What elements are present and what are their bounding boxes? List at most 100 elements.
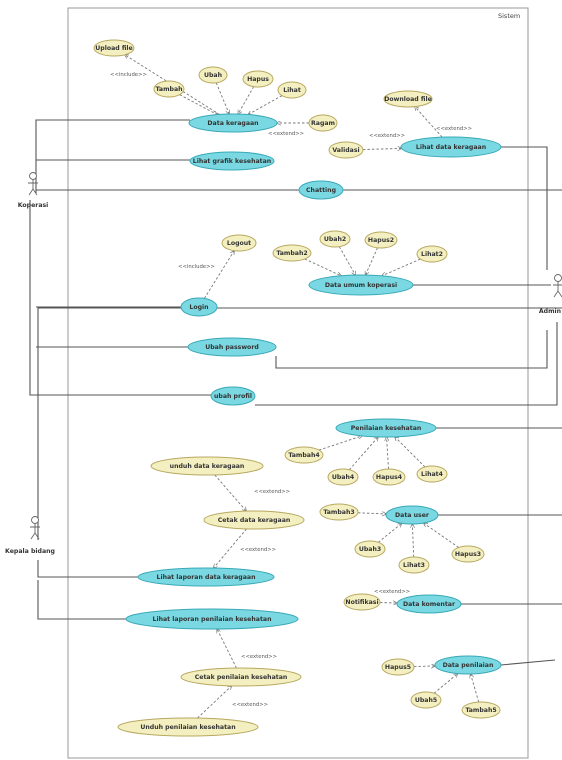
usecase-label: Lihat laporan penilaian kesehatan — [153, 616, 272, 623]
usecase-unduh-data-keragaan[interactable]: unduh data keragaan — [150, 456, 264, 476]
usecase-tambah5[interactable]: Tambah5 — [461, 701, 501, 719]
association-line — [501, 146, 548, 270]
usecase-ellipse — [180, 297, 218, 317]
usecase-download-file[interactable]: Download file — [383, 90, 433, 108]
usecase-label: Tambah2 — [276, 250, 307, 257]
usecase-lihat-grafik-kesehatan[interactable]: Lihat grafik kesehatan — [189, 151, 275, 171]
usecase-hapus2[interactable]: Hapus2 — [364, 231, 398, 249]
usecase-ellipse — [461, 701, 501, 719]
usecase-ellipse — [221, 234, 257, 252]
usecase-ellipse — [198, 66, 228, 84]
usecase-ubah-password[interactable]: Ubah password — [187, 337, 277, 357]
usecase-logout[interactable]: Logout — [221, 234, 257, 252]
actor-label: Admin — [539, 308, 561, 315]
usecase-ellipse — [319, 230, 351, 248]
dependency-arrow — [238, 86, 255, 114]
usecase-label: Notifikasi — [345, 599, 378, 606]
usecase-ubah-profil[interactable]: ubah profil — [210, 386, 256, 406]
usecase-ellipse — [434, 655, 502, 675]
dependency-arrow — [214, 528, 247, 568]
dependency-arrow — [197, 686, 231, 719]
actor-body — [28, 179, 38, 196]
usecase-label: Data umum koperasi — [325, 282, 397, 289]
usecase-label: Cetak data keragaan — [218, 517, 291, 524]
usecase-data-umum-koperasi[interactable]: Data umum koperasi — [308, 274, 414, 296]
usecase-hapus3[interactable]: Hapus3 — [451, 545, 485, 563]
usecase-data-keragaan[interactable]: Data keragaan — [188, 113, 278, 133]
actor-label: Koperasi — [18, 202, 49, 209]
usecase-lihat-data-keragaan[interactable]: Lihat data keragaan — [400, 136, 502, 158]
usecase-ubah3[interactable]: Ubah3 — [354, 540, 386, 558]
usecase-tambah4[interactable]: Tambah4 — [284, 446, 324, 464]
usecase-hapus4[interactable]: Hapus4 — [372, 468, 406, 486]
stereotype-label: <<extend>> — [240, 547, 276, 553]
usecase-cetak-penilaian-kesehatan[interactable]: Cetak penilaian kesehatan — [180, 667, 302, 687]
usecase-label: ubah profil — [214, 393, 252, 400]
usecase-ellipse — [416, 465, 448, 483]
usecase-label: Ubah — [204, 72, 222, 79]
usecase-label: Upload file — [95, 45, 133, 52]
usecase-tambah3[interactable]: Tambah3 — [319, 503, 359, 521]
usecase-hapus5[interactable]: Hapus5 — [381, 658, 415, 676]
usecase-label: Data komentar — [403, 601, 456, 608]
usecase-data-penilaian[interactable]: Data penilaian — [434, 655, 502, 675]
actor-admin: Admin — [539, 274, 562, 315]
usecase-ragam[interactable]: Ragam — [308, 114, 338, 132]
usecase-ellipse — [319, 503, 359, 521]
usecase-data-user[interactable]: Data user — [385, 505, 439, 525]
usecase-label: Ubah2 — [324, 236, 346, 243]
usecase-ellipse — [327, 468, 359, 486]
usecase-label: Ubah3 — [359, 546, 381, 553]
usecase-ellipse — [188, 113, 278, 133]
usecase-ellipse — [335, 418, 437, 438]
stereotype-label: <<extend>> — [268, 131, 304, 137]
usecase-label: Lihat4 — [421, 471, 444, 478]
usecase-label: Download file — [384, 96, 432, 103]
usecase-ellipse — [398, 556, 430, 574]
dependency-arrow — [248, 95, 283, 115]
usecase-notifikasi[interactable]: Notifikasi — [343, 593, 381, 611]
usecase-ellipse — [125, 608, 299, 630]
usecase-tambah[interactable]: Tambah — [153, 80, 185, 98]
usecase-ubah[interactable]: Ubah — [198, 66, 228, 84]
usecase-upload-file[interactable]: Upload file — [93, 39, 135, 57]
usecase-ubah2[interactable]: Ubah2 — [319, 230, 351, 248]
usecase-lihat[interactable]: Lihat — [277, 81, 307, 99]
usecase-unduh-penilaian-kesehatan[interactable]: Unduh penilaian kesehatan — [117, 717, 259, 737]
usecase-lihat-laporan-data-keragaan[interactable]: Lihat laporan data keragaan — [137, 567, 275, 587]
actor-body — [553, 281, 562, 298]
usecase-lihat4[interactable]: Lihat4 — [416, 465, 448, 483]
usecase-ellipse — [308, 114, 338, 132]
usecase-login[interactable]: Login — [180, 297, 218, 317]
usecase-label: Chatting — [306, 187, 336, 194]
usecase-penilaian-kesehatan[interactable]: Penilaian kesehatan — [335, 418, 437, 438]
usecase-ellipse — [298, 180, 344, 200]
usecase-validasi[interactable]: Validasi — [328, 141, 364, 159]
stereotype-label: <<extend>> — [254, 489, 290, 495]
usecase-lihat3[interactable]: Lihat3 — [398, 556, 430, 574]
usecase-ellipse — [381, 658, 415, 676]
association-line — [255, 322, 558, 406]
usecase-ellipse — [410, 691, 442, 709]
usecase-ellipse — [396, 594, 462, 614]
dependency-arrow — [179, 94, 218, 115]
dependency-arrow — [203, 251, 234, 299]
usecase-label: Lihat2 — [421, 251, 443, 258]
usecase-data-komentar[interactable]: Data komentar — [396, 594, 462, 614]
usecase-label: Tambah5 — [465, 707, 496, 714]
usecase-label: Tambah3 — [323, 509, 354, 516]
usecase-lihat-laporan-penilaian-kesehatan[interactable]: Lihat laporan penilaian kesehatan — [125, 608, 299, 630]
usecase-ubah4[interactable]: Ubah4 — [327, 468, 359, 486]
usecase-label: Hapus3 — [455, 551, 481, 558]
usecase-ubah5[interactable]: Ubah5 — [410, 691, 442, 709]
usecase-ellipse — [416, 245, 448, 263]
usecase-lihat2[interactable]: Lihat2 — [416, 245, 448, 263]
usecase-chatting[interactable]: Chatting — [298, 180, 344, 200]
stereotype-label: <<extend>> — [369, 133, 405, 139]
usecase-cetak-data-keragaan[interactable]: Cetak data keragaan — [203, 510, 305, 530]
usecase-tambah2[interactable]: Tambah2 — [272, 244, 312, 262]
usecase-hapus[interactable]: Hapus — [242, 70, 274, 88]
dependency-arrow — [395, 437, 426, 468]
